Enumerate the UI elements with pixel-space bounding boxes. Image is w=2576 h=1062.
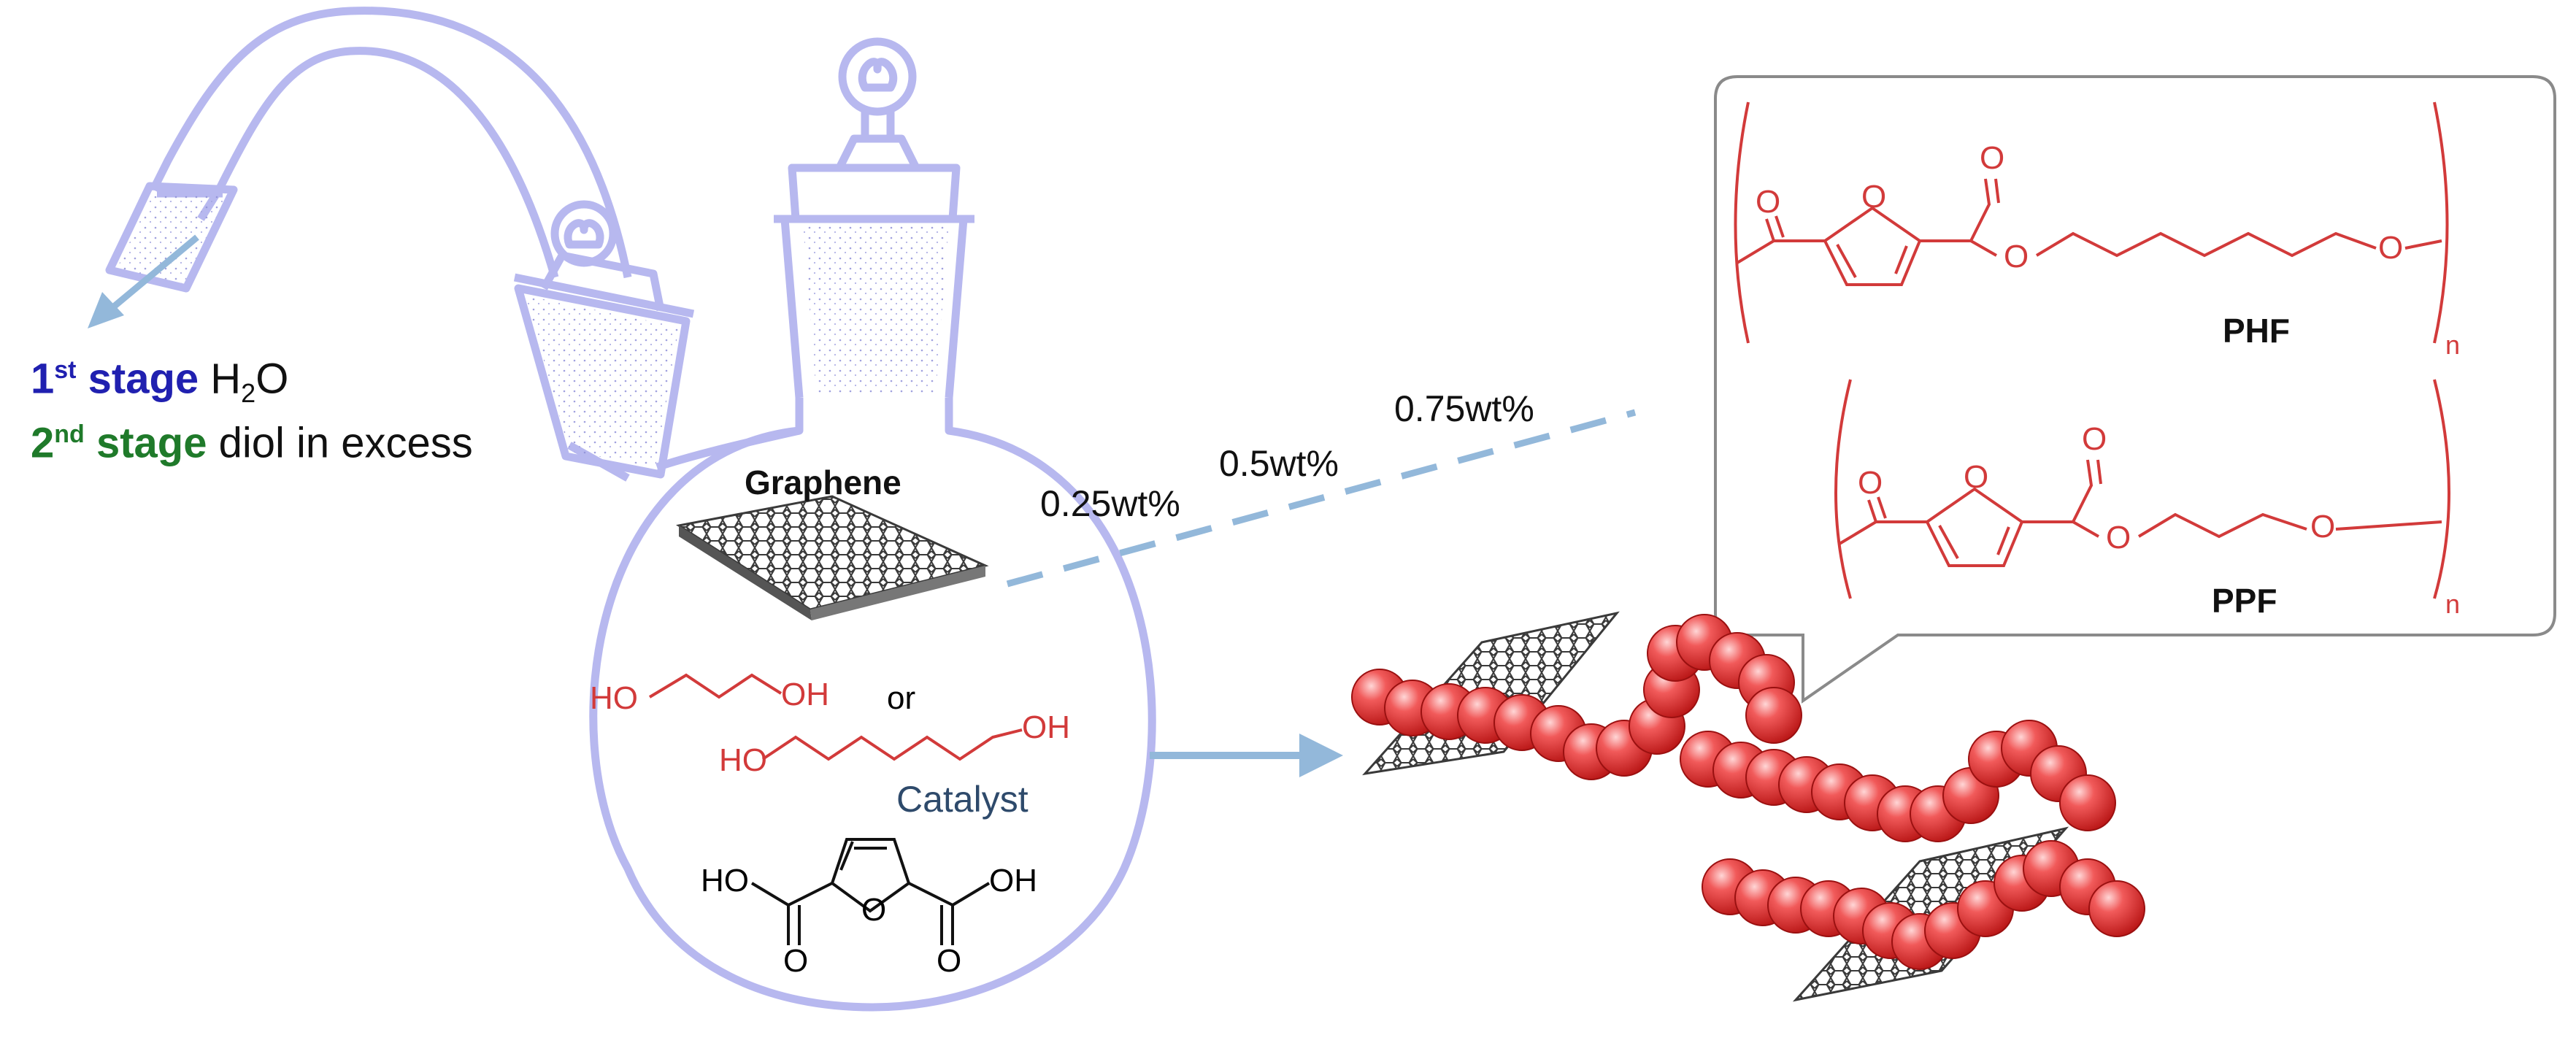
stage-1-h: H <box>210 355 242 403</box>
phf-structure <box>1734 101 2449 344</box>
or-label: or <box>887 680 916 716</box>
stage-2-number: 2 <box>31 419 55 467</box>
long-diol-ho: HO <box>719 742 767 778</box>
acid-carbonyl-left: O <box>783 943 809 979</box>
acid-oh: OH <box>989 863 1037 899</box>
long-diol-oh: OH <box>1022 709 1070 745</box>
stage-2-suffix: nd <box>54 420 85 448</box>
polymer-bead <box>2088 880 2145 937</box>
loading-dash-line <box>1006 409 1637 588</box>
fdca-structure <box>750 838 991 945</box>
ppf-carbonyl-right-o: O <box>2082 421 2107 457</box>
round-bottom-flask <box>105 7 1156 1012</box>
ppf-end-o: O <box>2310 509 2336 545</box>
hexanediol-structure <box>761 728 1023 761</box>
stage-1-word: stage <box>88 355 199 403</box>
phf-subscript-n: n <box>2445 330 2461 360</box>
loading-025: 0.25wt% <box>1040 483 1180 524</box>
reaction-arrow <box>1150 734 1343 777</box>
stage-2-text: diol in excess <box>218 419 473 467</box>
ppf-carbonyl-left-o: O <box>1858 465 1883 501</box>
loading-075: 0.75wt% <box>1394 388 1534 429</box>
polymer-bead <box>2059 774 2116 831</box>
acid-ho: HO <box>701 863 749 899</box>
glass-fill <box>117 193 949 467</box>
ppf-subscript-n: n <box>2445 589 2461 619</box>
phf-end-o: O <box>2378 230 2404 266</box>
acid-ring-o: O <box>861 892 887 928</box>
phf-ester-o: O <box>2004 239 2029 274</box>
stage-1-label: 1st stage H2O <box>31 358 288 407</box>
ppf-ring-o: O <box>1964 459 1989 495</box>
short-diol-oh: OH <box>781 677 829 712</box>
polymer-bead-chain <box>1351 614 2145 970</box>
phf-label: PHF <box>2223 312 2290 350</box>
graphene-sheet <box>676 495 989 620</box>
catalyst-label: Catalyst <box>896 779 1029 820</box>
ppf-structure <box>1834 379 2450 599</box>
polymer-callout <box>1714 75 2556 704</box>
phf-carbonyl-left-o: O <box>1756 184 1781 220</box>
propanediol-structure <box>648 673 783 699</box>
phf-carbonyl-right-o: O <box>1980 140 2005 176</box>
ppf-label: PPF <box>2212 582 2277 620</box>
phf-ring-o: O <box>1861 179 1887 215</box>
loading-05: 0.5wt% <box>1219 443 1339 484</box>
short-diol-ho: HO <box>590 680 638 716</box>
polymer-bead <box>1745 687 1802 744</box>
stage-1-o: O <box>255 355 289 403</box>
acid-carbonyl-right: O <box>937 943 962 979</box>
stage-2-word: stage <box>96 419 207 467</box>
stage-2-label: 2nd stage diol in excess <box>31 422 473 464</box>
stage-1-suffix: st <box>54 356 77 384</box>
graphene-label: Graphene <box>745 463 901 501</box>
stage-1-number: 1 <box>31 355 55 403</box>
ppf-ester-o: O <box>2106 520 2131 555</box>
stage-1-sub: 2 <box>241 377 256 408</box>
distillate-arrow <box>88 234 199 328</box>
